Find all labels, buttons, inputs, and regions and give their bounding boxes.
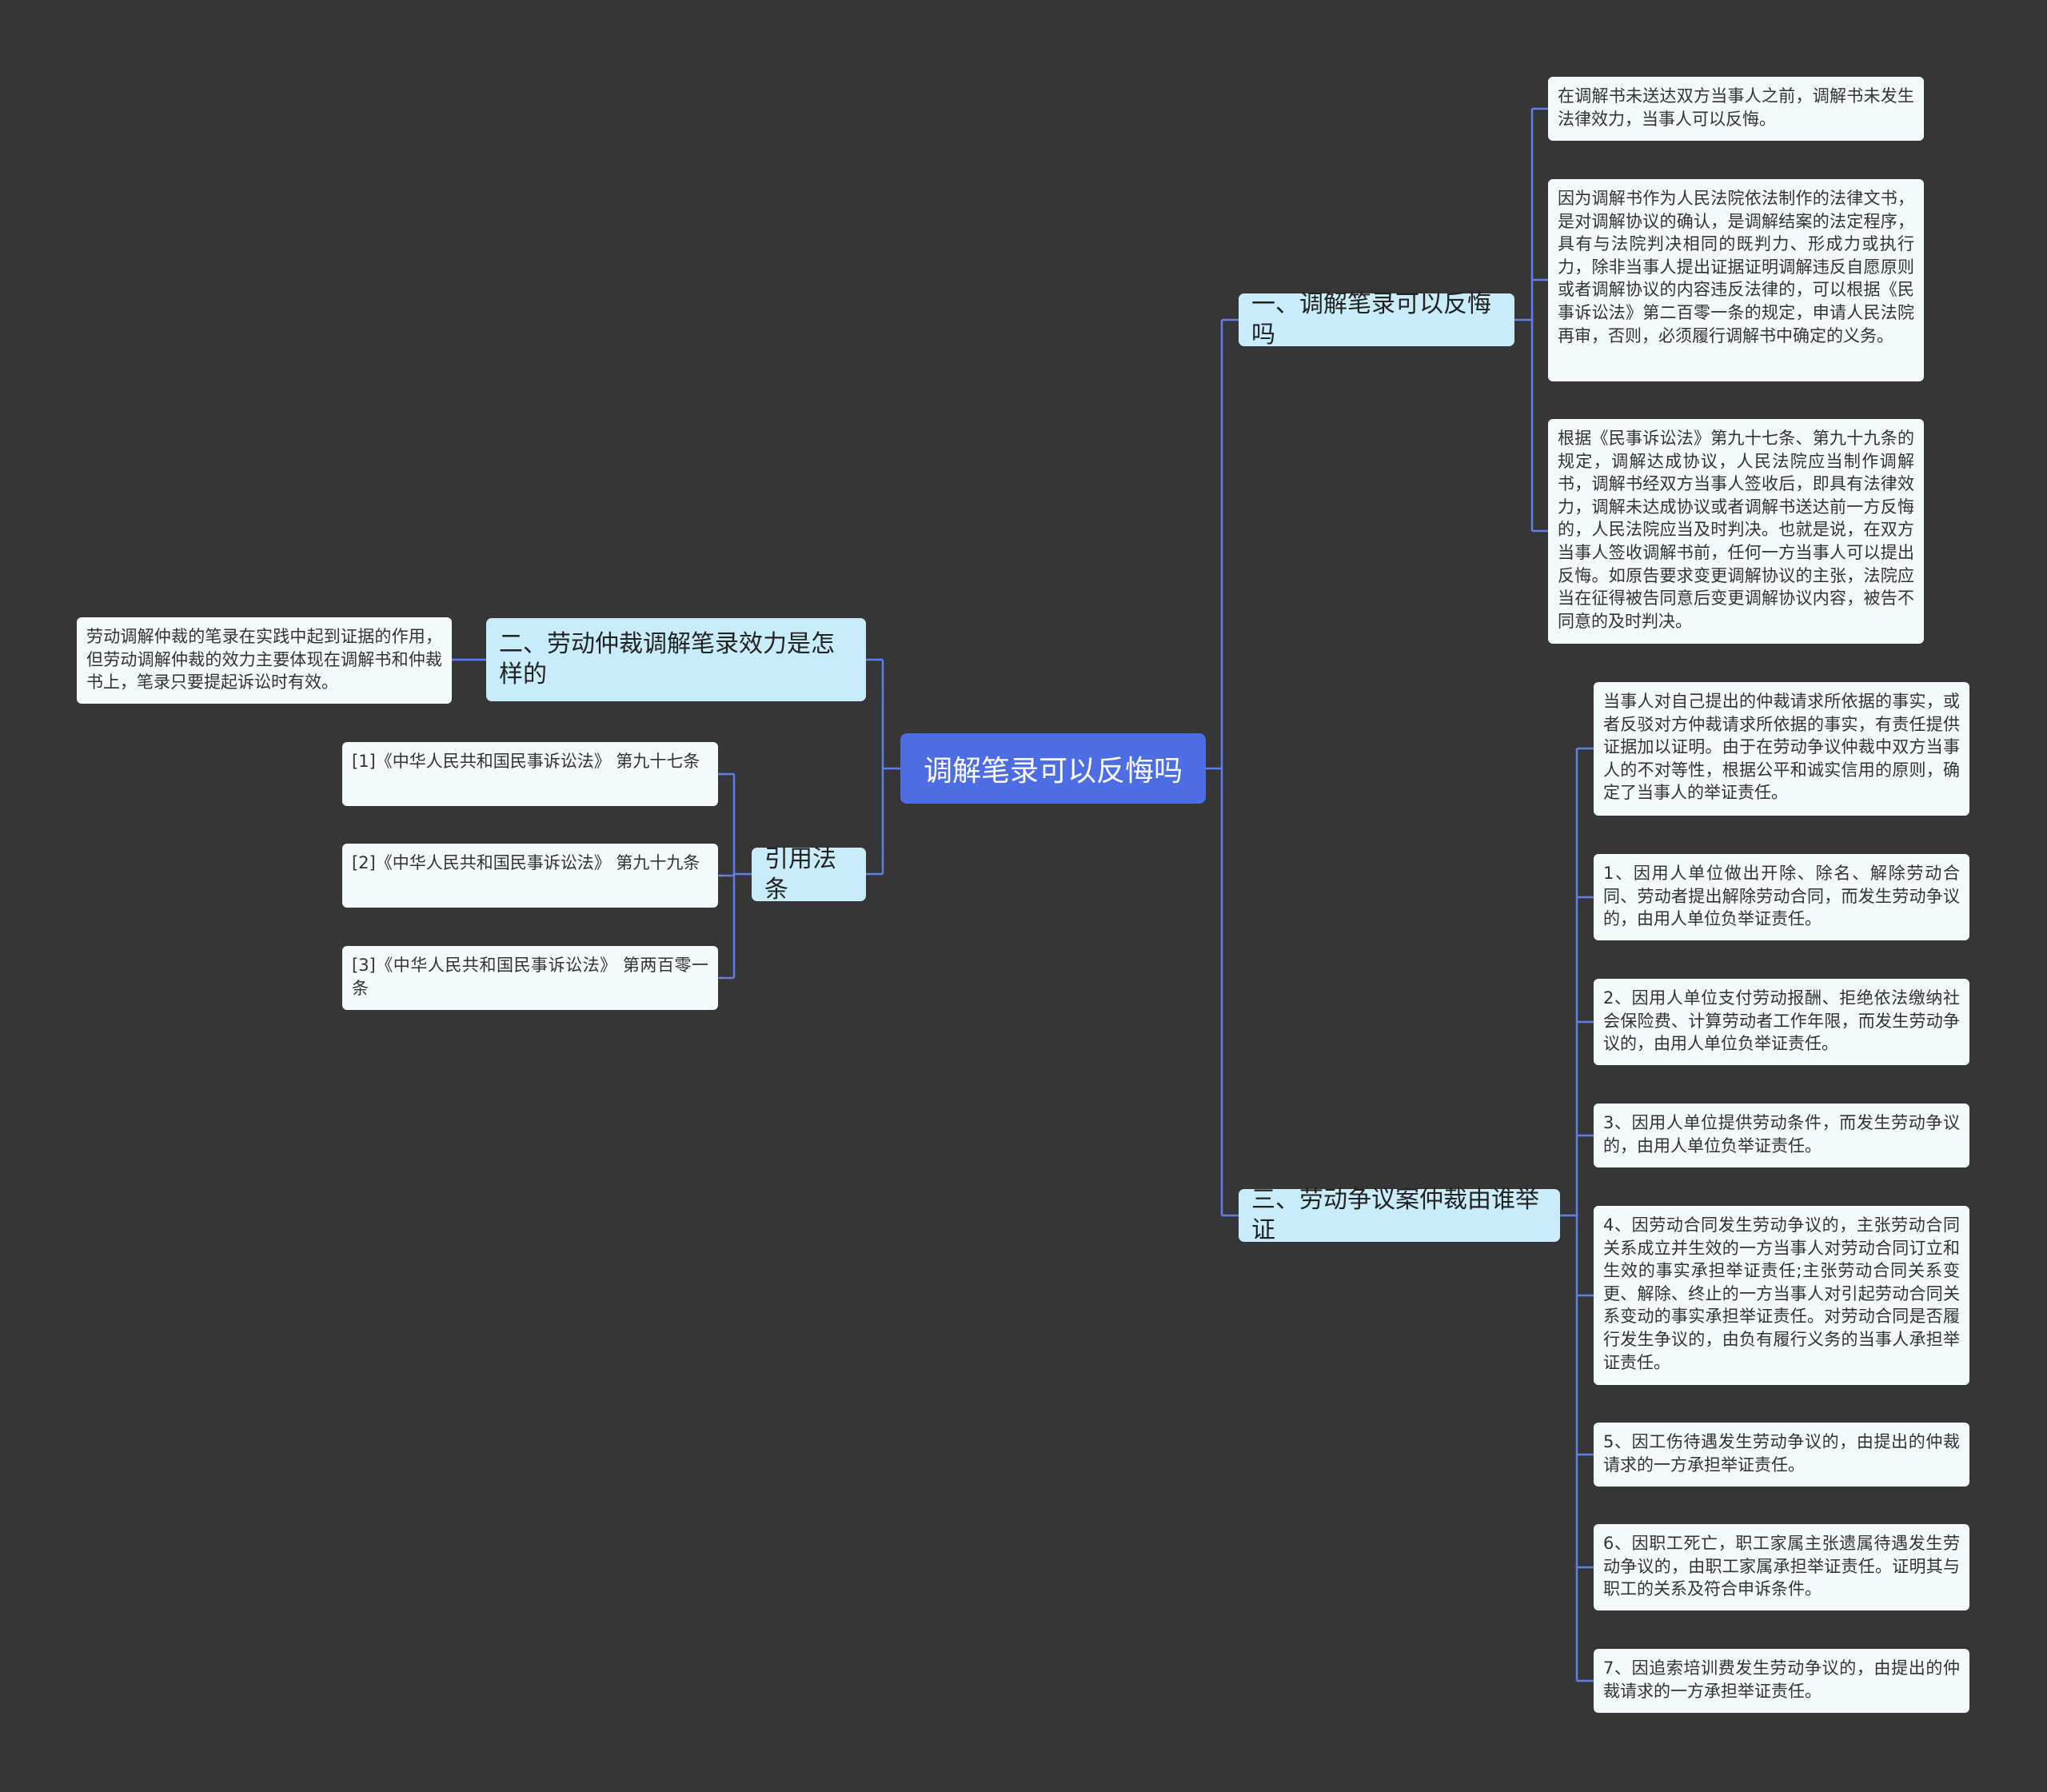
leaf-text: 6、因职工死亡，职工家属主张遗属待遇发生劳动争议的，由职工家属承担举证责任。证明… [1603, 1534, 1960, 1599]
leaf-text: [1]《中华人民共和国民事诉讼法》 第九十七条 [352, 752, 700, 771]
leaf-3-1[interactable]: [1]《中华人民共和国民事诉讼法》 第九十七条 [342, 742, 718, 806]
leaf-text: 因为调解书作为人民法院依法制作的法律文书，是对调解协议的确认，是调解结案的法定程… [1558, 189, 1914, 345]
leaf-text: 1、因用人单位做出开除、除名、解除劳动合同、劳动者提出解除劳动合同，而发生劳动争… [1603, 864, 1960, 929]
leaf-text: 根据《民事诉讼法》第九十七条、第九十九条的规定，调解达成协议，人民法院应当制作调… [1558, 429, 1914, 631]
leaf-3-3[interactable]: [3]《中华人民共和国民事诉讼法》 第两百零一条 [342, 946, 718, 1010]
leaf-text: 劳动调解仲裁的笔录在实践中起到证据的作用，但劳动调解仲裁的效力主要体现在调解书和… [86, 627, 442, 692]
branch-node-4[interactable]: 三、劳动争议案仲裁由谁举证 [1239, 1186, 1560, 1244]
branch-label-1: 一、调解笔录可以反悔吗 [1251, 290, 1491, 349]
leaf-4-8[interactable]: 7、因追索培训费发生劳动争议的，由提出的仲裁请求的一方承担举证责任。 [1594, 1649, 1969, 1713]
leaf-4-7[interactable]: 6、因职工死亡，职工家属主张遗属待遇发生劳动争议的，由职工家属承担举证责任。证明… [1594, 1524, 1969, 1610]
root-label: 调解笔录可以反悔吗 [923, 755, 1183, 788]
leaf-text: [2]《中华人民共和国民事诉讼法》 第九十九条 [352, 853, 700, 872]
leaf-text: 在调解书未送达双方当事人之前，调解书未发生法律效力，当事人可以反悔。 [1558, 86, 1914, 129]
branch-label-3: 引用法条 [764, 844, 836, 904]
leaf-3-2[interactable]: [2]《中华人民共和国民事诉讼法》 第九十九条 [342, 844, 718, 908]
leaf-4-1[interactable]: 当事人对自己提出的仲裁请求所依据的事实，或者反驳对方仲裁请求所依据的事实，有责任… [1594, 682, 1969, 816]
leaf-text: 当事人对自己提出的仲裁请求所依据的事实，或者反驳对方仲裁请求所依据的事实，有责任… [1603, 692, 1960, 803]
leaf-text: [3]《中华人民共和国民事诉讼法》 第两百零一条 [352, 956, 708, 998]
leaf-4-2[interactable]: 1、因用人单位做出开除、除名、解除劳动合同、劳动者提出解除劳动合同，而发生劳动争… [1594, 854, 1969, 940]
leaf-4-4[interactable]: 3、因用人单位提供劳动条件，而发生劳动争议的，由用人单位负举证责任。 [1594, 1104, 1969, 1167]
root-node[interactable]: 调解笔录可以反悔吗 [900, 733, 1206, 804]
leaf-text: 3、因用人单位提供劳动条件，而发生劳动争议的，由用人单位负举证责任。 [1603, 1113, 1960, 1155]
leaf-4-3[interactable]: 2、因用人单位支付劳动报酬、拒绝依法缴纳社会保险费、计算劳动者工作年限，而发生劳… [1594, 979, 1969, 1065]
leaf-1-1[interactable]: 在调解书未送达双方当事人之前，调解书未发生法律效力，当事人可以反悔。 [1548, 77, 1924, 141]
leaf-4-5[interactable]: 4、因劳动合同发生劳动争议的，主张劳动合同关系成立并生效的一方当事人对劳动合同订… [1594, 1206, 1969, 1385]
branch-node-2[interactable]: 二、劳动仲裁调解笔录效力是怎样的 [486, 618, 866, 701]
leaf-text: 7、因追索培训费发生劳动争议的，由提出的仲裁请求的一方承担举证责任。 [1603, 1658, 1960, 1701]
leaf-text: 4、因劳动合同发生劳动争议的，主张劳动合同关系成立并生效的一方当事人对劳动合同订… [1603, 1215, 1960, 1372]
branch-label-4: 三、劳动争议案仲裁由谁举证 [1251, 1186, 1539, 1244]
branch-node-1[interactable]: 一、调解笔录可以反悔吗 [1239, 290, 1514, 349]
branch-label-2: 二、劳动仲裁调解笔录效力是怎样的 [499, 630, 835, 688]
leaf-text: 5、因工伤待遇发生劳动争议的，由提出的仲裁请求的一方承担举证责任。 [1603, 1432, 1960, 1475]
leaf-4-6[interactable]: 5、因工伤待遇发生劳动争议的，由提出的仲裁请求的一方承担举证责任。 [1594, 1423, 1969, 1487]
leaf-2-1[interactable]: 劳动调解仲裁的笔录在实践中起到证据的作用，但劳动调解仲裁的效力主要体现在调解书和… [77, 617, 452, 704]
leaf-1-3[interactable]: 根据《民事诉讼法》第九十七条、第九十九条的规定，调解达成协议，人民法院应当制作调… [1548, 419, 1924, 644]
leaf-1-2[interactable]: 因为调解书作为人民法院依法制作的法律文书，是对调解协议的确认，是调解结案的法定程… [1548, 179, 1924, 381]
branch-node-3[interactable]: 引用法条 [752, 845, 866, 904]
leaf-text: 2、因用人单位支付劳动报酬、拒绝依法缴纳社会保险费、计算劳动者工作年限，而发生劳… [1603, 988, 1960, 1054]
